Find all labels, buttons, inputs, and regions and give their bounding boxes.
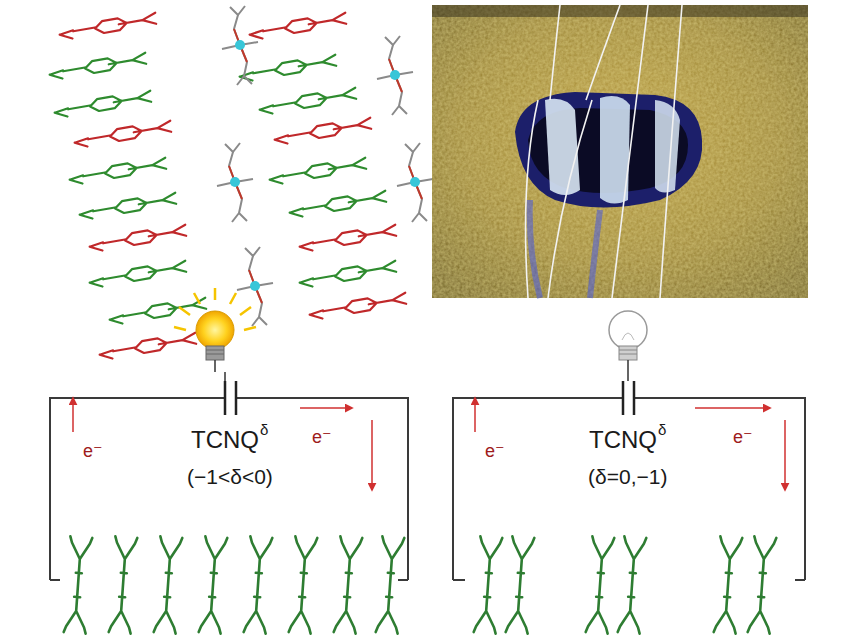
charge-superscript: δ (260, 422, 268, 439)
charge-range-label: (δ=0,−1) (588, 465, 667, 488)
circuit-right (453, 311, 805, 634)
circuit-left (50, 288, 408, 634)
formula-label: TCNQ (191, 427, 259, 453)
lit-bulb (174, 288, 256, 381)
electron-label: e⁻ (485, 442, 505, 462)
crystal-structure (49, 6, 433, 361)
electron-label: e⁻ (83, 442, 103, 462)
electron-label: e⁻ (733, 428, 753, 448)
unlit-bulb (609, 311, 647, 381)
crystal-photo (432, 5, 808, 298)
charge-range-label: (−1<δ<0) (187, 465, 273, 488)
charge-superscript: δ (658, 422, 666, 439)
formula-label: TCNQ (589, 427, 657, 453)
electron-label: e⁻ (312, 428, 332, 448)
